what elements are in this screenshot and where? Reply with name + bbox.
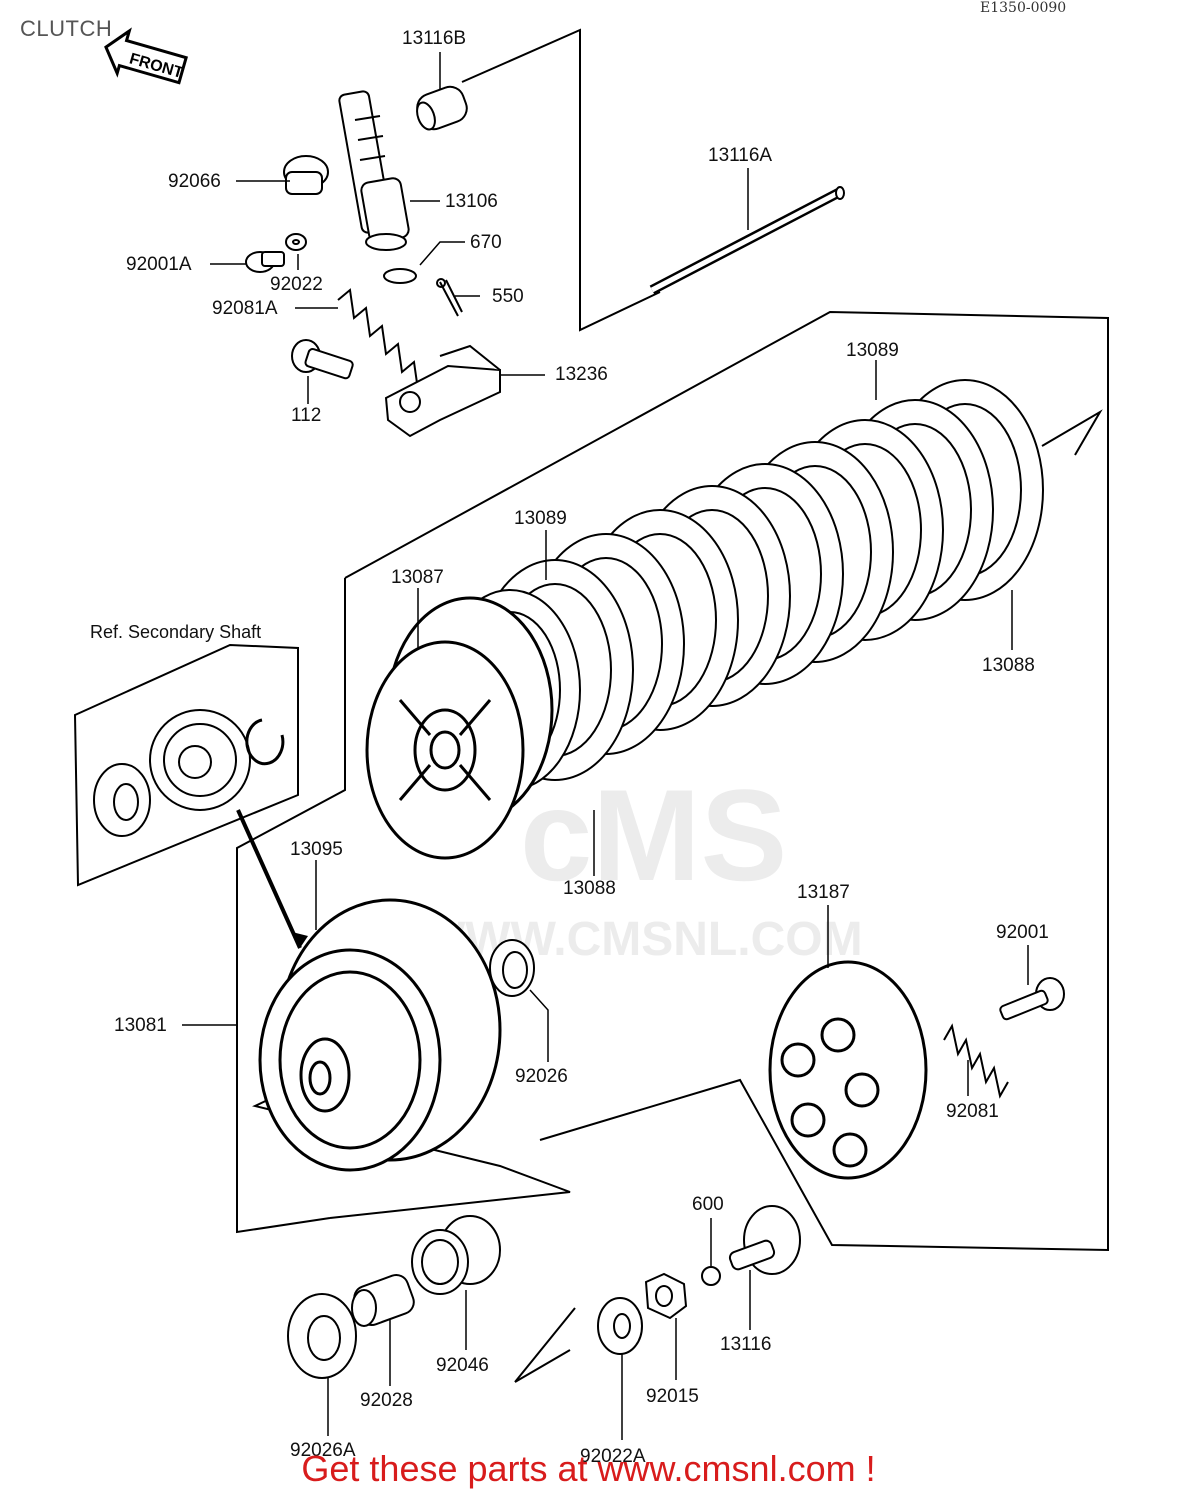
watermark-logo: cMS (520, 762, 788, 908)
part-92022 (285, 233, 307, 251)
part-label-13089-mid[interactable]: 13089 (514, 508, 567, 529)
part-label-13081[interactable]: 13081 (114, 1015, 167, 1036)
frame-housing (236, 578, 346, 1234)
part-13116a (649, 186, 845, 295)
part-92046 (411, 1215, 501, 1295)
document-reference: E1350-0090 (980, 0, 1067, 16)
front-arrow-icon: FRONT (104, 27, 188, 85)
part-label-92081a[interactable]: 92081A (212, 298, 278, 319)
part-92001a (245, 251, 285, 273)
footer-cta-link[interactable]: Get these parts at www.cmsnl.com ! (301, 1448, 876, 1489)
part-92022a (597, 1297, 643, 1355)
part-label-13116[interactable]: 13116 (720, 1334, 772, 1355)
part-600 (701, 1266, 721, 1286)
diagram-title: CLUTCH (20, 16, 113, 41)
part-13116 (728, 1205, 801, 1275)
part-label-550[interactable]: 550 (492, 286, 524, 307)
part-label-670[interactable]: 670 (470, 232, 502, 253)
part-label-13116b[interactable]: 13116B (402, 28, 467, 49)
part-112 (291, 339, 354, 380)
part-label-92022[interactable]: 92022 (270, 274, 323, 295)
part-label-92026a[interactable]: 92026A (290, 1440, 356, 1461)
frame-plates (344, 310, 1109, 1252)
part-92026 (489, 939, 535, 997)
part-label-92028[interactable]: 92028 (360, 1390, 413, 1411)
part-label-13088-right[interactable]: 13088 (982, 655, 1035, 676)
part-secondary-gear (149, 709, 251, 811)
part-label-92022a[interactable]: 92022A (580, 1446, 646, 1467)
part-label-600[interactable]: 600 (692, 1194, 724, 1215)
part-670 (383, 268, 417, 284)
part-label-92015[interactable]: 92015 (646, 1386, 699, 1407)
part-label-13187[interactable]: 13187 (797, 882, 850, 903)
part-92026a (287, 1293, 357, 1379)
part-label-13088-bottom[interactable]: 13088 (563, 878, 616, 899)
part-label-13095[interactable]: 13095 (290, 839, 343, 860)
part-label-13087[interactable]: 13087 (391, 567, 444, 588)
part-label-92001a[interactable]: 92001A (126, 254, 192, 275)
part-92081a (337, 288, 431, 392)
part-13106 (338, 90, 410, 251)
part-92015 (644, 1272, 688, 1320)
part-secondary-circlip (245, 718, 285, 766)
part-13087 (365, 596, 554, 860)
part-13187-hub (768, 960, 928, 1180)
part-550 (436, 278, 463, 317)
part-92066 (283, 155, 329, 195)
part-label-92026[interactable]: 92026 (515, 1066, 568, 1087)
part-92081 (943, 1023, 1009, 1099)
part-13081-housing (258, 898, 502, 1172)
part-label-13089-top[interactable]: 13089 (846, 340, 899, 361)
ref-secondary-shaft-label: Ref. Secondary Shaft (90, 622, 262, 642)
part-label-13116a[interactable]: 13116A (708, 145, 773, 166)
part-label-92081[interactable]: 92081 (946, 1101, 999, 1122)
frame-secondary-shaft (73, 643, 299, 887)
part-92028 (351, 1274, 415, 1327)
leader-lines (182, 52, 1029, 1440)
part-label-13106[interactable]: 13106 (445, 191, 498, 212)
part-label-92001[interactable]: 92001 (996, 922, 1049, 943)
leader-frame-top (461, 28, 661, 332)
part-secondary-washer (93, 763, 151, 837)
part-13236 (384, 344, 501, 438)
part-label-13236[interactable]: 13236 (555, 364, 608, 385)
part-label-92066[interactable]: 92066 (168, 171, 221, 192)
part-92001 (999, 977, 1065, 1021)
part-label-112[interactable]: 112 (291, 405, 322, 426)
part-13116b (416, 85, 468, 131)
part-label-92046[interactable]: 92046 (436, 1355, 489, 1376)
